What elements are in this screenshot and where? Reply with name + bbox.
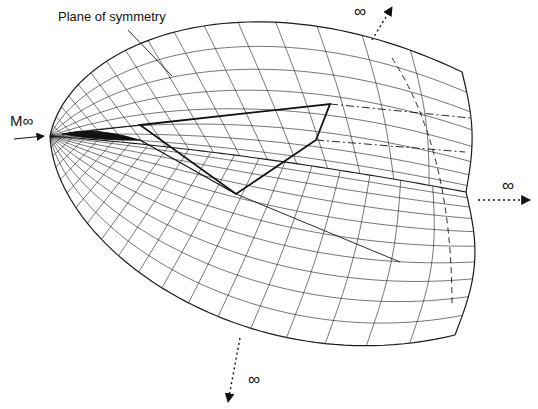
infinity-label: ∞ [500,176,516,196]
grid-line [50,136,474,232]
freestream-arrow [14,136,44,139]
grid-line [50,136,462,323]
grid-line [238,22,297,163]
grid-line [325,175,370,343]
boundary-line [50,136,466,192]
tip-line [236,194,400,262]
grid-line [50,46,467,136]
boundary-line [50,22,462,136]
wing-planform [140,104,330,194]
grid-line [410,50,429,185]
leader-line [128,30,172,76]
grid-line [218,162,285,317]
infinity-arrow [228,338,240,402]
grid-line [50,136,473,281]
wing-edge [62,125,236,194]
grid-line [50,90,472,136]
wake-cut-line [330,104,470,118]
freestream-label: M∞ [8,112,35,129]
grid-line [50,136,469,207]
grid-line [276,22,328,168]
wing [62,104,330,194]
grid-line [50,136,475,263]
grid-line [67,141,113,193]
far-field-dashed-curve [392,58,452,305]
grid-line [251,166,312,328]
wake-cut-line [316,140,465,152]
grid-line [50,136,475,246]
grid-line [50,69,470,136]
grid-line [317,26,360,173]
boundary-line [50,136,455,346]
grid-line [139,152,211,272]
infinity-arrow [372,7,392,40]
grid-line [410,186,435,343]
part-label: Plane of symmetry [56,10,168,25]
infinity-label: ∞ [352,2,368,22]
grid-line [148,40,213,152]
grid-line [366,180,400,345]
mesh-grid [50,22,475,346]
grid-line [287,170,341,337]
grid-line [60,140,98,179]
grid-line [50,136,467,198]
infinity-label: ∞ [246,370,262,390]
grid-line [87,145,148,223]
boundary-line [455,192,475,335]
infinity-arrow [478,199,530,200]
grid-line [162,155,234,288]
grid-line [76,143,130,208]
grid-line [50,136,468,302]
grid-line [119,149,189,255]
boundary-line [462,72,472,192]
grid-line [204,26,267,160]
